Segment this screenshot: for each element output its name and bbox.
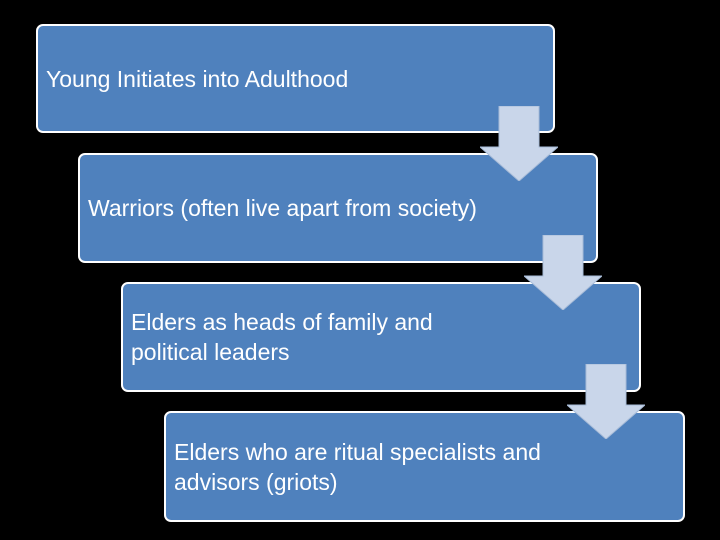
step-box-elders-ritual: Elders who are ritual specialists and ad… [164,411,685,522]
step-label: Warriors (often live apart from society) [88,195,477,221]
step-label: Elders who are ritual specialists and ad… [174,438,541,495]
down-arrow-icon [524,235,602,310]
step-box-young-initiates: Young Initiates into Adulthood [36,24,555,133]
down-arrow-icon [567,364,645,439]
step-label: Elders as heads of family and political … [131,309,433,365]
step-label: Young Initiates into Adulthood [46,65,349,92]
step-box-elders-heads: Elders as heads of family and political … [121,282,641,392]
down-arrow-icon [480,106,558,181]
